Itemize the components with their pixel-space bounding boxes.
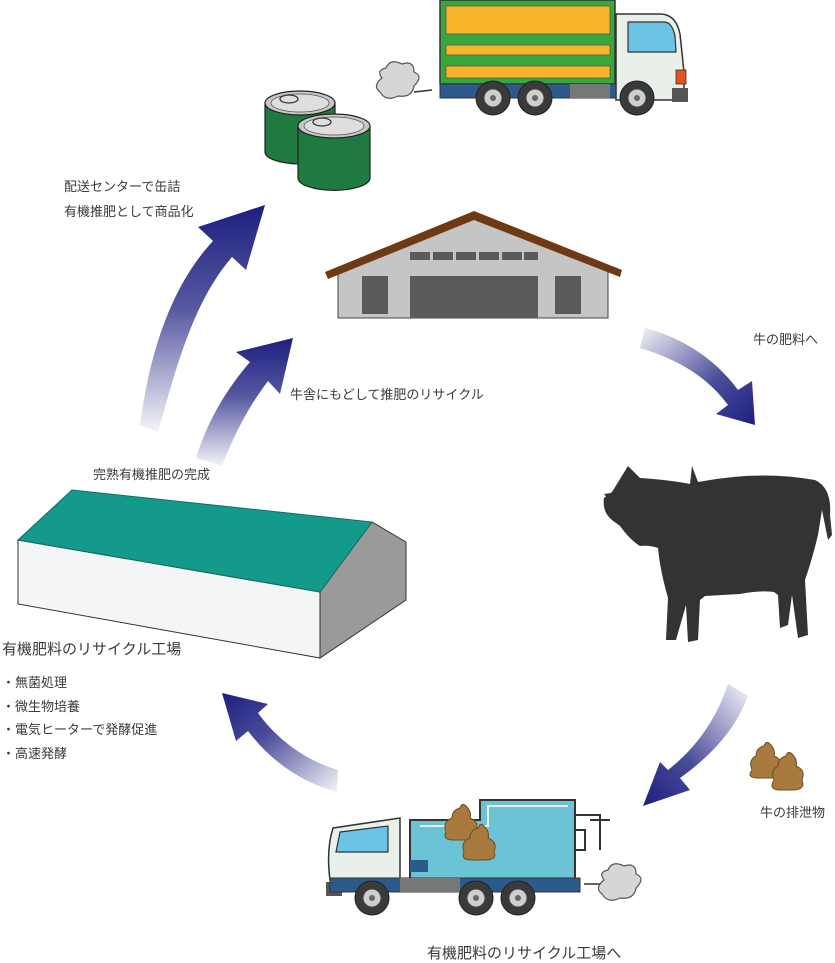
factory-step: ・微生物培養 [2,699,81,715]
completed-compost-label: 完熟有機推肥の完成 [93,468,211,483]
factory-title: 有機肥料のリサイクル工場 [2,640,182,658]
to-fertilizer-label: 牛の肥料へ [753,333,819,348]
arrow-barn-to-cow [640,328,755,425]
factory-step: ・無菌処理 [2,676,68,691]
canning-label-line-1: 配送センターで缶詰 [64,180,181,195]
dung-icon [749,741,804,791]
to-factory-label: 有機肥料のリサイクル工場へ [427,944,622,962]
smoke-icon [375,61,433,99]
canning-label: 配送センターで缶詰 有機推肥として商品化 [64,180,194,220]
fertilizer-can-icon [264,90,371,191]
delivery-truck-icon [439,0,688,116]
factory-steps-list: ・無菌処理 ・微生物培養 ・電気ヒーターで発酵促進 ・高速発酵 [2,676,157,770]
factory-icon [16,489,407,659]
smoke-icon [584,863,642,901]
arrow-truck-to-factory [222,693,338,792]
barn-icon [325,211,622,319]
cow-icon [603,466,832,642]
barn-recycle-label: 牛舎にもどして推肥のリサイクル [290,388,484,403]
excrement-label: 牛の排泄物 [760,806,826,821]
arrow-cow-to-truck [643,684,748,806]
arrow-cans-to-market [140,205,265,432]
tanker-truck-icon [326,799,610,916]
canning-label-line-2: 有機推肥として商品化 [64,204,194,220]
factory-step: ・電気ヒーターで発酵促進 [2,723,158,739]
factory-step: ・高速発酵 [2,746,68,762]
arrow-factory-to-barn [196,338,293,466]
